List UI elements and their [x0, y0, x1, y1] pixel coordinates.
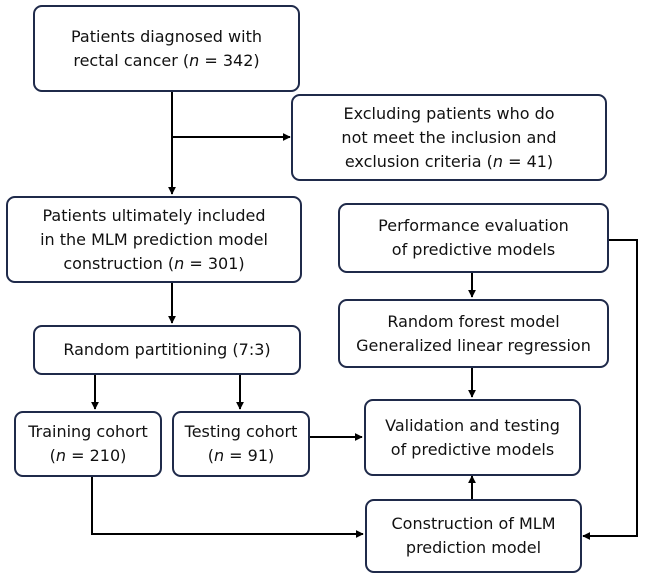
arrow-performance-to-construction	[582, 239, 638, 540]
excluded-box: Excluding patients who do not meet the i…	[291, 94, 607, 181]
included-line-3: construction (n = 301)	[63, 253, 245, 273]
testing-line-1: Testing cohort	[184, 422, 298, 441]
performance-box: Performance evaluation of predictive mod…	[338, 203, 609, 273]
validation-box: Validation and testing of predictive mod…	[364, 399, 581, 476]
diagnosed-box: Patients diagnosed with rectal cancer (n…	[33, 5, 300, 92]
performance-line-1: Performance evaluation	[378, 216, 569, 235]
arrow-training-to-construction	[91, 477, 364, 538]
models-line-2: Generalized linear regression	[356, 335, 591, 355]
construction-line-1: Construction of MLM	[391, 514, 556, 533]
excluded-line-3: exclusion criteria (n = 41)	[344, 151, 554, 171]
construction-box: Construction of MLM prediction model	[365, 499, 582, 573]
included-line-1: Patients ultimately included	[42, 205, 266, 225]
excluded-line-1: Excluding patients who do	[343, 103, 555, 123]
diagnosed-line-2: rectal cancer (n = 342)	[73, 50, 260, 70]
validation-line-1: Validation and testing	[385, 415, 560, 435]
excluded-line-2: not meet the inclusion and	[341, 127, 557, 147]
training-line-1: Training cohort	[28, 422, 148, 441]
partition-box: Random partitioning (7:3)	[33, 325, 301, 375]
testing-line-2: (n = 91)	[207, 446, 275, 465]
performance-line-2: of predictive models	[391, 240, 556, 259]
training-line-2: (n = 210)	[49, 446, 127, 465]
models-line-1: Random forest model	[387, 311, 560, 331]
models-box: Random forest model Generalized linear r…	[338, 299, 609, 368]
construction-line-2: prediction model	[405, 538, 542, 557]
included-box: Patients ultimately included in the MLM …	[6, 196, 302, 283]
included-line-2: in the MLM prediction model	[40, 229, 268, 249]
training-box: Training cohort (n = 210)	[14, 411, 162, 477]
partition-line-1: Random partitioning (7:3)	[63, 340, 271, 359]
testing-box: Testing cohort (n = 91)	[172, 411, 310, 477]
validation-line-2: of predictive models	[390, 439, 555, 459]
diagnosed-line-1: Patients diagnosed with	[71, 26, 262, 46]
